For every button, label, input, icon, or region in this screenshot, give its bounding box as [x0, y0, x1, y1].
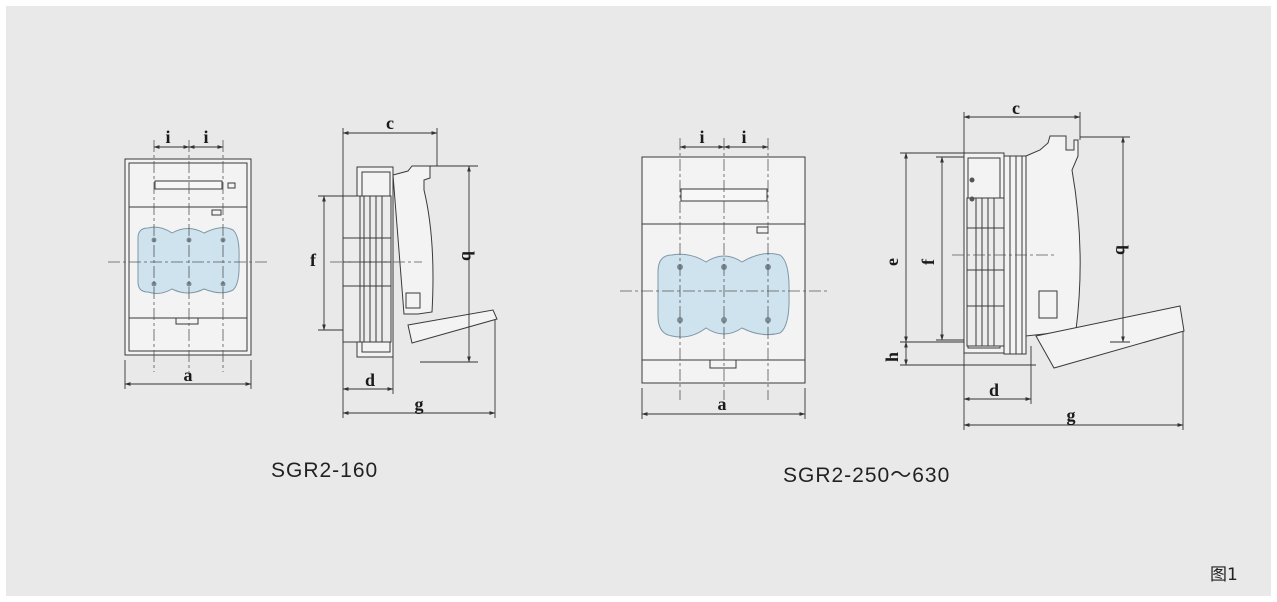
sgr2-160-side-view — [342, 165, 498, 358]
sgr2-160-front-centerlines — [108, 140, 270, 372]
sgr2-250-630-dimension-labels: i i a c b e f h d g — [699, 98, 1132, 425]
sgr2-250-630-side-marks — [969, 177, 975, 202]
dim-label-b: b — [458, 251, 478, 261]
dim-label-d: d — [989, 380, 999, 400]
sgr2-160-side-dimensions — [318, 128, 496, 418]
sgr2-250-630-front-centerlines — [620, 138, 830, 400]
sgr2-250-630-side-dimensions — [900, 112, 1184, 430]
dim-label-c: c — [1012, 98, 1020, 118]
dim-label-a: a — [184, 365, 193, 385]
sgr2-250-630-front-dimensions — [641, 145, 806, 419]
sgr2-250-630-front-view — [641, 156, 806, 384]
dim-label-h: h — [882, 352, 902, 362]
sgr2-250-630-front-holes — [677, 264, 771, 323]
caption-sgr2-250-630: SGR2-250～630 — [783, 464, 951, 487]
sgr2-250-630-side-view — [963, 135, 1185, 369]
dim-label-i: i — [741, 127, 746, 147]
dim-label-e: e — [882, 258, 902, 266]
dim-label-g: g — [415, 394, 424, 414]
dim-label-i: i — [165, 127, 170, 147]
dim-label-i: i — [203, 127, 208, 147]
sgr2-160-front-dimensions — [124, 145, 252, 389]
dim-label-i: i — [699, 127, 704, 147]
dim-label-d: d — [365, 370, 375, 390]
dim-label-g: g — [1067, 405, 1076, 425]
dim-label-c: c — [386, 113, 394, 133]
dim-label-a: a — [718, 394, 727, 414]
dim-label-f: f — [918, 258, 938, 265]
dim-label-f: f — [310, 250, 317, 270]
dim-label-b: b — [1112, 245, 1132, 255]
sgr2-160-dimension-labels: i i a c b f d g — [165, 113, 478, 414]
figure-label: 图1 — [1210, 565, 1238, 585]
sgr2-160-front-view — [124, 158, 252, 356]
caption-sgr2-160: SGR2-160 — [271, 459, 379, 482]
